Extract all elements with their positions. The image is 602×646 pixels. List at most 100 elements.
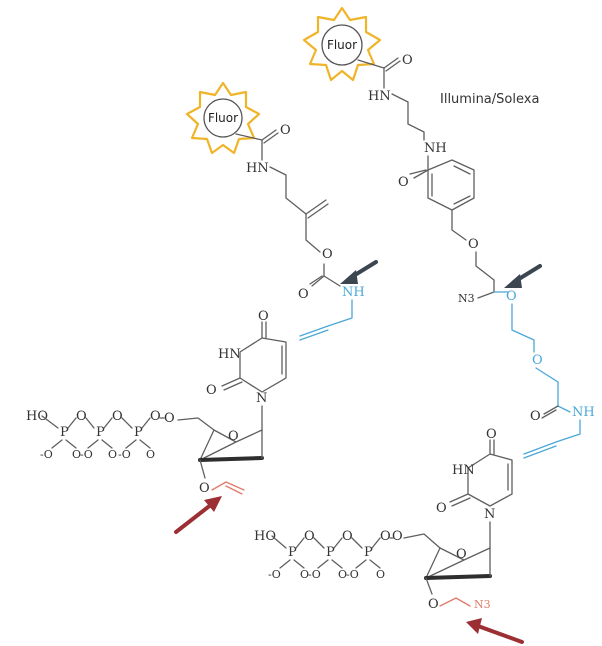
bond-line-cleavable — [439, 597, 471, 607]
atom-o-p1-bottom: O — [72, 448, 81, 461]
arrow-red-left-head — [204, 496, 222, 512]
atom-hn-left: HN — [246, 161, 269, 176]
bond-line — [309, 275, 323, 285]
bond-line-linker — [535, 367, 571, 413]
atom-p3-right: P — [364, 545, 373, 560]
bond-line — [477, 279, 495, 299]
arrow-red-left — [174, 502, 214, 534]
bond-line — [403, 533, 441, 549]
bond-line-linker — [511, 303, 535, 353]
bond-line — [385, 60, 401, 72]
bond-line-linker — [299, 329, 329, 341]
fluor-label-left: Fluor — [208, 111, 238, 125]
atom-o-p3-top: O — [150, 409, 161, 424]
atom-o-blue-2: O — [532, 353, 543, 368]
atom-o-p1-top: O — [76, 409, 87, 424]
atom-o-sugar-left: O — [228, 429, 239, 444]
bond-bold-right — [424, 574, 492, 580]
fluor-star-right — [302, 6, 382, 82]
atom-o-p3-bottom-right: O — [376, 568, 385, 581]
atom-n3-right-top: N3 — [458, 292, 475, 305]
atom-hn-uracil-left: HN — [218, 347, 241, 362]
bond-line — [449, 493, 469, 503]
atom-ominus-p2-right: -O — [308, 568, 321, 581]
atom-hn-uracil-right: HN — [452, 463, 475, 478]
atom-o-p1-top-right: O — [304, 529, 315, 544]
bond-line — [311, 263, 325, 287]
atom-nh-right-blue: NH — [572, 405, 595, 420]
atom-o-right-carbonyl: O — [398, 175, 409, 190]
atom-p1-right: P — [288, 545, 297, 560]
atom-o-3-left: O — [199, 481, 210, 496]
fluor-star-left — [185, 81, 261, 155]
bond-line-linker — [523, 419, 581, 455]
atom-o-sugar-5-right: O — [392, 529, 403, 544]
bond-line — [261, 129, 277, 141]
bond-line-cleavable — [225, 485, 243, 495]
bond-line — [223, 381, 243, 391]
atom-nh-left-blue: NH — [342, 285, 365, 300]
atom-o-uracil-bottom-left: O — [206, 383, 217, 398]
atom-ho-right: HO — [254, 529, 276, 544]
atom-o-aryl-ether: O — [468, 237, 479, 252]
atom-p1-left: P — [60, 425, 69, 440]
atom-nh-right: NH — [424, 141, 447, 156]
atom-p3-left: P — [134, 425, 143, 440]
bond-line — [413, 155, 429, 179]
bond-line — [357, 59, 385, 69]
atom-ominus-p2: -O — [80, 448, 93, 461]
atom-o-left-amide: O — [280, 123, 291, 138]
atom-hn-right: HN — [368, 89, 391, 104]
bond-line — [305, 199, 327, 215]
bond-line-linker — [523, 445, 557, 459]
bond-line — [451, 209, 467, 241]
atom-o-p3-bottom: O — [146, 448, 155, 461]
bond-line-phosphate — [271, 535, 395, 549]
bond-line — [425, 577, 433, 595]
bond-line — [221, 377, 241, 387]
atom-n-uracil-right: N — [484, 507, 495, 522]
atom-o-uracil-bottom-right: O — [436, 501, 447, 516]
atom-ominus-p1-right: -O — [268, 568, 281, 581]
ring-benzene — [427, 159, 475, 211]
atom-o-uracil-top-right: O — [486, 427, 497, 442]
bond-line — [307, 203, 329, 219]
atom-n3-cleavable: N3 — [474, 598, 491, 611]
bond-line — [383, 57, 399, 69]
bond-line — [199, 459, 206, 479]
atom-ominus-p1: -O — [40, 448, 53, 461]
atom-o-sugar-right: O — [456, 547, 467, 562]
atom-o-uracil-top-left: O — [258, 309, 269, 324]
bond-line — [263, 132, 279, 144]
atom-o-left-ester: O — [322, 247, 333, 262]
atom-n-uracil-left: N — [256, 391, 267, 406]
bond-line-cleavable — [211, 481, 245, 491]
fluor-label-right: Fluor — [327, 38, 357, 52]
bond-line — [409, 169, 427, 175]
bond-line — [269, 166, 307, 215]
fluor-circle-right — [321, 24, 363, 66]
ring-uracil-right — [467, 453, 513, 507]
atom-ominus-p3: -O — [118, 448, 131, 461]
atom-o-blue-1: O — [506, 289, 517, 304]
atom-o-right-amide2: O — [530, 409, 541, 424]
bond-line — [323, 275, 341, 287]
bond-line — [235, 133, 263, 141]
ring-uracil-left — [239, 337, 287, 393]
bond-line-phosphate — [51, 439, 151, 449]
arrow-red-right — [476, 624, 524, 644]
title-illumina-solexa: Illumina/Solexa — [440, 92, 539, 107]
arrow-red-right-head — [466, 618, 482, 634]
atom-o-p2-top: O — [112, 409, 123, 424]
bond-line — [391, 93, 425, 141]
atom-o-right-amide: O — [402, 53, 413, 68]
atom-ho-left: HO — [26, 409, 48, 424]
bond-line — [305, 213, 321, 253]
bond-line-linker — [299, 299, 353, 337]
atom-ominus-p3-right: -O — [346, 568, 359, 581]
arrow-dark-left-head — [340, 270, 358, 284]
arrow-dark-right-head — [504, 274, 522, 288]
atom-o-sugar-5-left: O — [164, 411, 175, 426]
bond-line-phosphate — [41, 415, 165, 429]
